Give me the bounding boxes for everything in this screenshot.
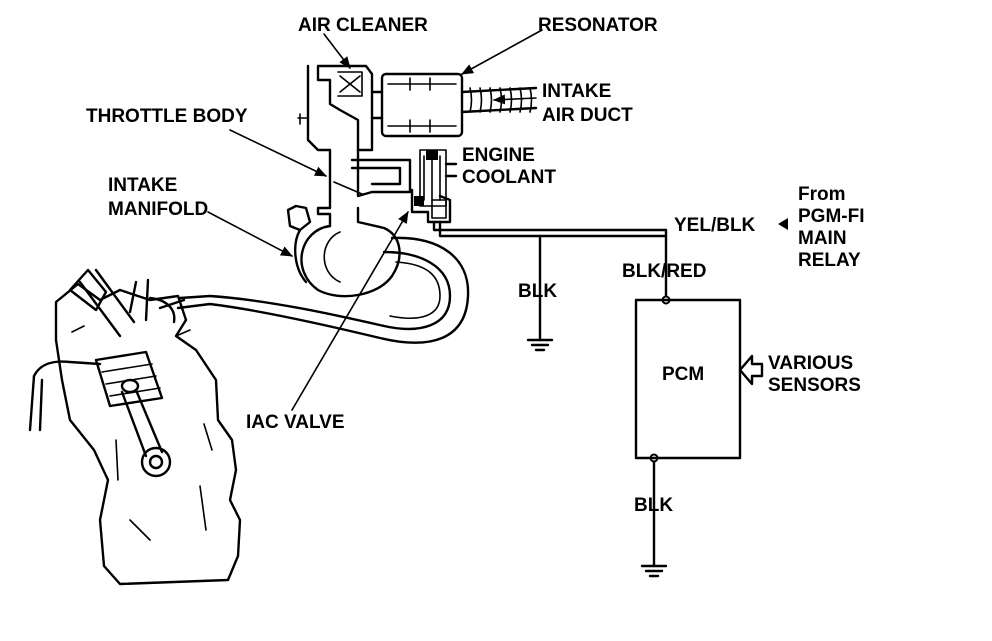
label-from-relay-line2: PGM-FI xyxy=(798,206,865,227)
leader-iac-valve xyxy=(291,211,409,411)
resonator xyxy=(370,72,464,138)
labels: AIR CLEANER RESONATOR INTAKE AIR DUCT TH… xyxy=(86,15,865,516)
label-pcm: PCM xyxy=(662,364,704,385)
label-wire-yel-blk: YEL/BLK xyxy=(674,215,756,236)
iac-valve-body xyxy=(410,188,452,224)
label-various-sensors-line1: VARIOUS xyxy=(768,353,853,374)
label-engine-coolant-line1: ENGINE xyxy=(462,145,535,166)
label-intake-manifold-line2: MANIFOLD xyxy=(108,199,208,220)
pcm-module xyxy=(634,298,742,460)
label-intake-air-duct-line1: INTAKE xyxy=(542,81,611,102)
label-various-sensors-line2: SENSORS xyxy=(768,375,861,396)
label-resonator: RESONATOR xyxy=(538,15,658,36)
label-from-relay-line3: MAIN xyxy=(798,228,847,249)
label-air-cleaner: AIR CLEANER xyxy=(298,15,428,36)
leader-air-cleaner xyxy=(323,33,351,69)
label-wire-blk-ground: BLK xyxy=(518,281,557,302)
various-sensors-arrow xyxy=(738,354,764,386)
label-wire-blk-red: BLK/RED xyxy=(622,261,706,282)
label-intake-air-duct-line2: AIR DUCT xyxy=(542,105,633,126)
intake-manifold xyxy=(176,204,470,344)
leader-throttle-body xyxy=(229,129,327,177)
air-cleaner xyxy=(297,64,374,152)
relay-arrow-icon xyxy=(778,218,788,230)
label-engine-coolant-line2: COOLANT xyxy=(462,167,556,188)
label-intake-manifold-line1: INTAKE xyxy=(108,175,177,196)
engine-block xyxy=(28,268,242,586)
leader-intake-air-duct xyxy=(493,94,537,105)
label-from-relay-line4: RELAY xyxy=(798,250,861,271)
label-from-relay-line1: From xyxy=(798,184,846,205)
wiring-harness xyxy=(432,220,671,578)
leader-resonator xyxy=(461,29,543,75)
leader-lines xyxy=(207,29,543,411)
label-iac-valve: IAC VALVE xyxy=(246,412,345,433)
label-pcm-ground-wire: BLK xyxy=(634,495,673,516)
leader-intake-manifold xyxy=(207,211,293,257)
label-throttle-body: THROTTLE BODY xyxy=(86,106,248,127)
throttle-body xyxy=(316,148,458,228)
